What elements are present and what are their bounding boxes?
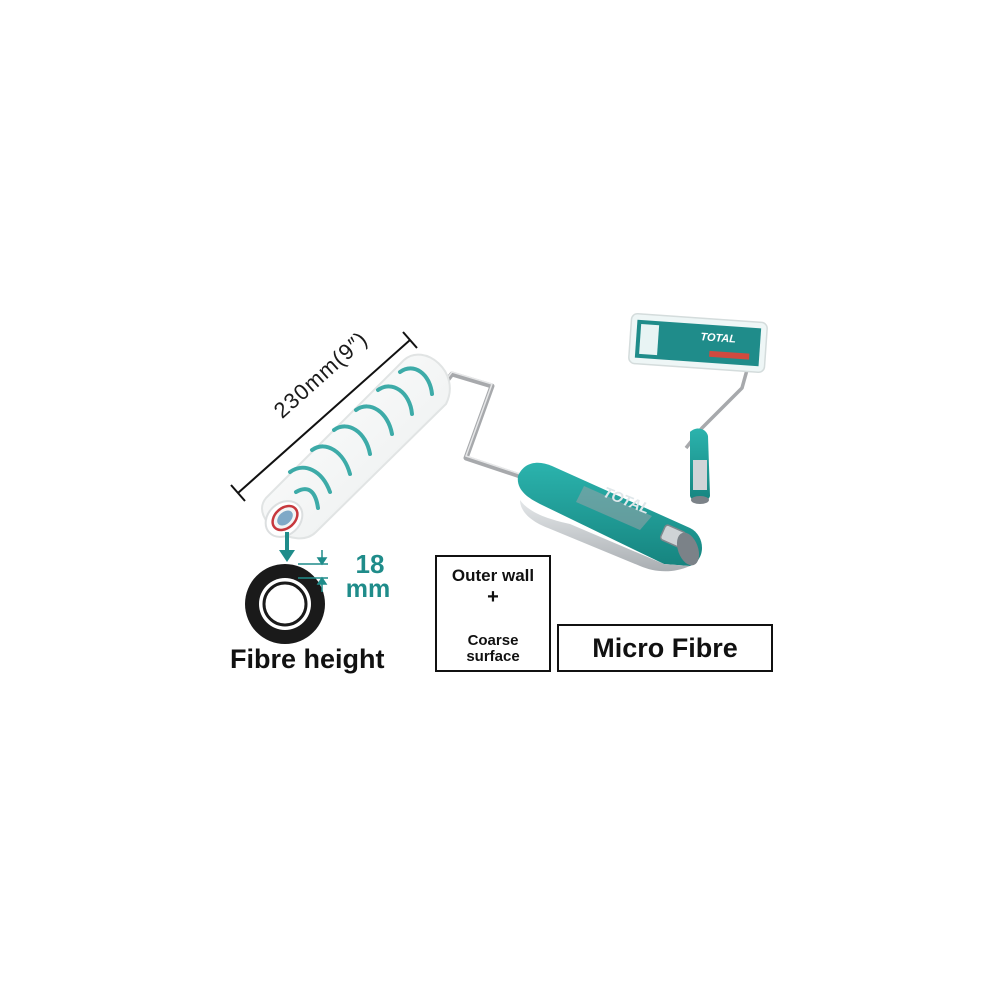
dimension-line — [230, 331, 418, 502]
fibre-height-unit: mm — [345, 575, 391, 603]
fibre-height-caption: Fibre height — [230, 644, 385, 674]
fibre-height-value: 18 — [355, 549, 385, 579]
surface-line-coarse: Coarse — [467, 632, 519, 649]
packaged-roller: TOTAL — [628, 312, 768, 504]
surface-type-box: Outer wall + Coarse surface — [435, 555, 551, 672]
package-logo: TOTAL — [700, 331, 737, 345]
fibre-height-marker — [298, 550, 328, 592]
material-box: Micro Fibre — [557, 624, 773, 672]
surface-plus: + — [487, 586, 499, 608]
roller-cover — [261, 353, 451, 540]
surface-line-outer-wall: Outer wall — [451, 566, 535, 585]
surface-line-surface: surface — [466, 648, 520, 665]
arrow-down — [279, 532, 295, 562]
material-label: Micro Fibre — [592, 632, 738, 663]
fibre-cross-section — [245, 564, 325, 644]
